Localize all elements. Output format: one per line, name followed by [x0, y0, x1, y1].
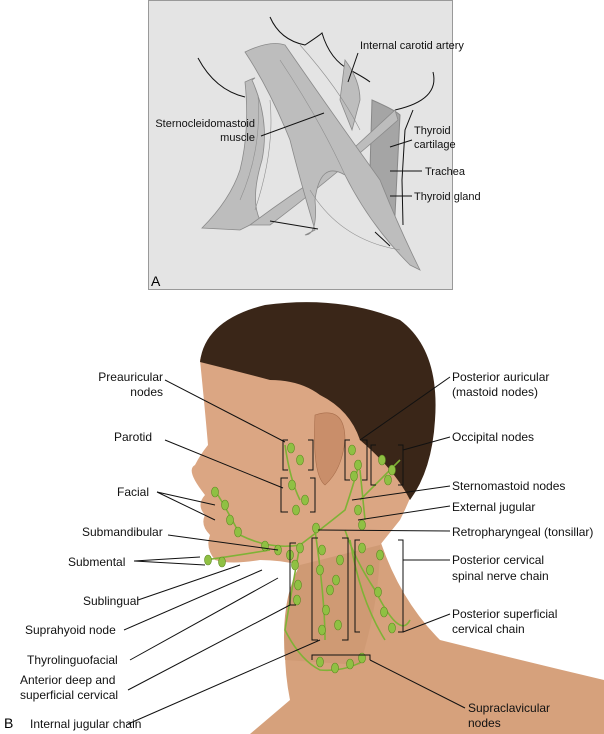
lymph-node	[288, 479, 296, 491]
lymph-node	[226, 514, 234, 526]
label-sublingual: Sublingual	[83, 594, 139, 608]
leader-scm	[260, 112, 325, 137]
label-submandibular: Submandibular	[82, 525, 163, 539]
lymph-node	[287, 442, 295, 454]
lymph-node	[384, 474, 392, 486]
lymph-nodes	[204, 442, 396, 674]
label-post-cervical-2: spinal nerve chain	[452, 569, 549, 583]
lymph-node	[354, 459, 362, 471]
label-thyroid-cartilage-1: Thyroid	[414, 125, 451, 137]
label-thyroid-gland: Thyroid gland	[414, 191, 481, 203]
bracket-parotid	[280, 477, 316, 513]
lymph-node	[204, 554, 212, 566]
lymph-node	[296, 542, 304, 554]
head-illustration	[191, 302, 604, 734]
panel-a-letter: A	[151, 273, 161, 289]
lymph-node	[331, 662, 339, 674]
lymph-node	[336, 554, 344, 566]
label-internal-jugular: Internal jugular chain	[30, 717, 141, 731]
label-supraclavicular-1: Supraclavicular	[468, 701, 550, 715]
label-preauricular-2: nodes	[130, 385, 163, 399]
label-trachea: Trachea	[425, 166, 466, 178]
lymph-node	[293, 594, 301, 606]
bracket-preauricular	[282, 439, 314, 471]
lymph-node	[376, 549, 384, 561]
lymph-node	[326, 584, 334, 596]
lymph-node	[358, 519, 366, 531]
label-post-superficial-1: Posterior superficial	[452, 607, 557, 621]
label-post-superficial-2: cervical chain	[452, 622, 525, 636]
lymph-node	[374, 586, 382, 598]
lymph-node	[358, 542, 366, 554]
lymph-node	[318, 544, 326, 556]
lymph-node	[261, 540, 269, 552]
leader-lines	[123, 376, 466, 725]
lymph-node	[312, 522, 320, 534]
label-supraclavicular-2: nodes	[468, 716, 501, 730]
bracket-posterior-cervical	[354, 539, 404, 633]
panel-b-letter: B	[4, 715, 13, 731]
label-anterior-2: superficial cervical	[20, 688, 118, 702]
lymph-node	[380, 606, 388, 618]
lymph-node	[291, 559, 299, 571]
lymph-node	[234, 526, 242, 538]
panel-a: Internal carotid artery Sternocleidomast…	[148, 0, 481, 290]
label-thyrolinguofacial: Thyrolinguofacial	[27, 653, 118, 667]
lymph-node	[332, 574, 340, 586]
label-scm-2: muscle	[220, 132, 255, 144]
label-retropharyngeal: Retropharyngeal (tonsillar)	[452, 525, 593, 539]
bracket-posterior-auricular	[344, 439, 368, 481]
bracket-anterior	[289, 542, 296, 606]
lymph-node	[388, 622, 396, 634]
bracket-internal-jugular	[311, 537, 349, 641]
label-thyroid-cartilage-2: cartilage	[414, 139, 456, 151]
lymph-node	[354, 504, 362, 516]
lymph-node	[221, 499, 229, 511]
lymph-node	[218, 556, 226, 568]
lymph-node	[348, 444, 356, 456]
label-preauricular-1: Preauricular	[98, 370, 163, 384]
neck-muscle-illustration	[197, 16, 435, 271]
label-sternomastoid: Sternomastoid nodes	[452, 479, 565, 493]
label-occipital: Occipital nodes	[452, 430, 534, 444]
label-external-jugular: External jugular	[452, 500, 535, 514]
lymph-node	[334, 619, 342, 631]
bracket-supraclavicular	[311, 654, 371, 660]
leader-thyroid-cartilage	[389, 139, 413, 148]
lymph-node	[318, 624, 326, 636]
bracket-occipital	[370, 444, 404, 486]
label-suprahyoid: Suprahyoid node	[25, 623, 116, 637]
lymph-node	[294, 579, 302, 591]
label-internal-carotid: Internal carotid artery	[360, 40, 464, 52]
lymph-node	[322, 604, 330, 616]
label-post-cervical-1: Posterior cervical	[452, 553, 544, 567]
lymph-node	[350, 470, 358, 482]
lymph-node	[296, 454, 304, 466]
lymph-node	[211, 486, 219, 498]
label-anterior-1: Anterior deep and	[20, 673, 115, 687]
lymph-node	[388, 464, 396, 476]
lymph-node	[346, 658, 354, 670]
label-scm-1: Sternocleidomastoid	[155, 118, 255, 130]
label-post-auricular-2: (mastoid nodes)	[452, 385, 538, 399]
lymph-node	[378, 454, 386, 466]
panel-b: Preauricular nodes Parotid Facial Subman…	[4, 302, 604, 734]
label-facial: Facial	[117, 485, 149, 499]
leader-internal-carotid	[347, 52, 359, 83]
lymph-node	[301, 494, 309, 506]
label-submental: Submental	[68, 555, 125, 569]
label-post-auricular-1: Posterior auricular	[452, 370, 549, 384]
lymph-node	[316, 564, 324, 576]
label-parotid: Parotid	[114, 430, 152, 444]
lymph-node	[316, 656, 324, 668]
lymph-node	[366, 564, 374, 576]
lymph-node	[292, 504, 300, 516]
